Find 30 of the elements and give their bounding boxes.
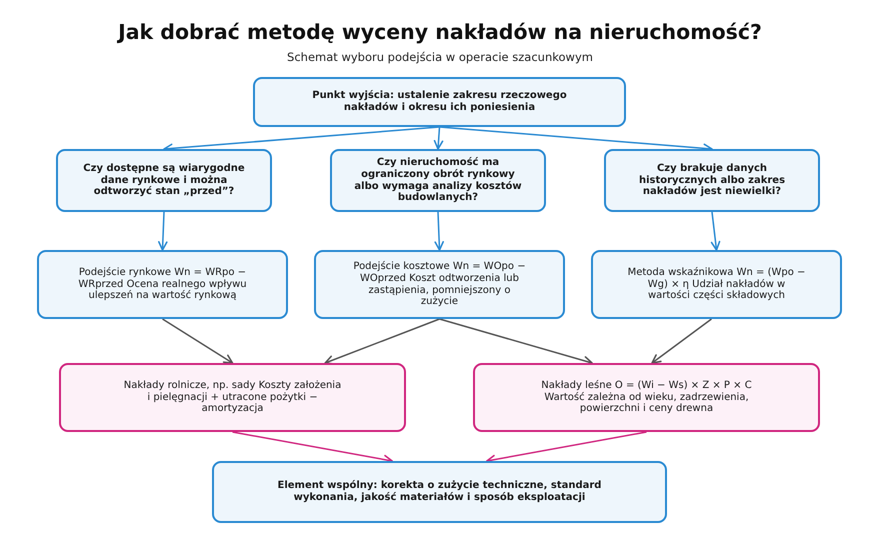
method-box: [591, 250, 842, 319]
arrow: [710, 212, 720, 251]
subtitle: Schemat wyboru podejścia w operacie szacunkowym: [287, 50, 593, 64]
arrow: [162, 318, 234, 364]
start-text: Punkt wyjścia: ustalenie zakresu rzeczowego nakładów i okresu ich poniesienia: [311, 90, 568, 114]
method-text: Metoda wskaźnikowa Wn = (Wpo − Wg) × η Udział nakładów w wartości części składowych: [626, 267, 806, 302]
method-text: Podejście kosztowe Wn = WOpo − WOprzed Koszt odtworzenia lub zastąpienia, pomniejszony o zużycie: [352, 261, 527, 308]
question-box: [56, 149, 272, 212]
arrow: [434, 212, 444, 251]
method-box: [314, 250, 565, 319]
arrow: [651, 318, 712, 364]
summary-text: Element wspólny: korekta o zużycie techniczne, standard wykonania, jakość materiałów i sposób eksploatacji: [276, 480, 602, 504]
question-text: Czy brakuje danych historycznych albo zakres nakładów jest niewielki?: [638, 163, 786, 198]
case-text: Nakłady leśne O = (Wi − Ws) × Z × P × C Wartość zależna od wieku, zadrzewienia, powierzchni i ceny drewna: [540, 380, 753, 415]
arrow: [439, 318, 593, 366]
question-box: [330, 149, 546, 212]
method-box: [37, 250, 288, 319]
arrow: [324, 318, 440, 365]
question-text: Czy nieruchomość ma ograniczony obrót rynkowy albo wymaga analizy kosztów budowlanych?: [353, 157, 523, 204]
question-box: [604, 149, 820, 212]
title: Jak dobrać metodę wyceny nakładów na nieruchomość?: [118, 20, 762, 44]
summary-box: [212, 461, 667, 523]
start-box: [253, 77, 626, 127]
arrow: [434, 126, 444, 150]
question-text: Czy dostępne są wiarygodne dane rynkowe i można odtworzyć stan „przed”?: [82, 163, 246, 198]
method-text: Podejście rynkowe Wn = WRpo − WRprzed Ocena realnego wpływu ulepszeń na wartość rynkową: [77, 267, 248, 302]
case-box: [473, 363, 820, 432]
arrow: [158, 212, 168, 251]
case-box: [59, 363, 406, 432]
case-text: Nakłady rolnicze, np. sady Koszty założenia i pielęgnacji + utracone pożytki − amortyzacja: [122, 380, 342, 415]
